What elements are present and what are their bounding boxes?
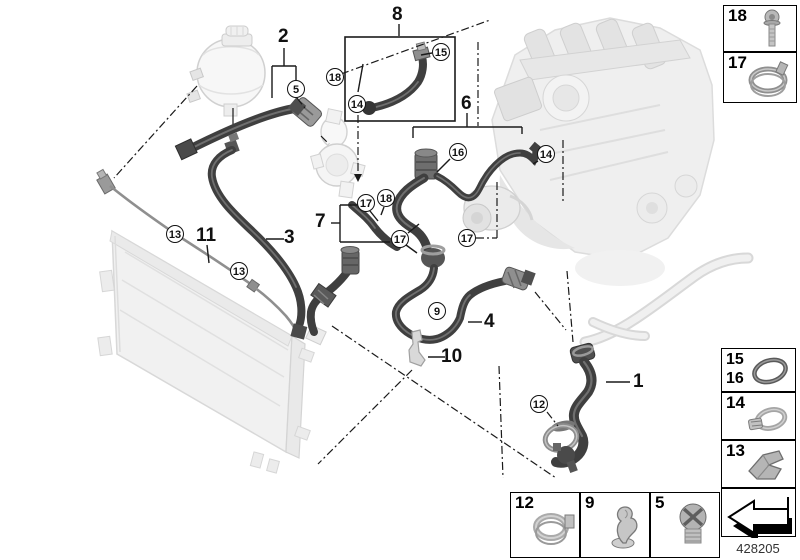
legend-num-14: 14 <box>726 393 745 412</box>
part-label-3: 3 <box>284 227 295 248</box>
legend-box-17: 17 <box>723 52 797 103</box>
callout-14a: 14 <box>348 95 366 113</box>
leader-lines <box>206 24 630 383</box>
hose-4 <box>391 264 536 344</box>
water-pump <box>462 185 534 233</box>
hose-clamp-ring-icon <box>533 513 575 545</box>
construction-lines <box>113 19 574 479</box>
part-label-6: 6 <box>461 93 472 114</box>
legend-num-18: 18 <box>728 6 747 25</box>
hose-7 <box>340 201 401 275</box>
legend-box-14: 14 <box>721 392 796 440</box>
callout-13b: 13 <box>230 262 248 280</box>
worm-clamp-icon <box>748 407 788 431</box>
part-label-8: 8 <box>392 4 403 25</box>
callout-16: 16 <box>449 143 467 161</box>
thermostat-housing <box>310 108 366 199</box>
callout-5: 5 <box>287 80 305 98</box>
bracket-10 <box>408 329 426 367</box>
legend-box-5: 5 <box>650 492 720 558</box>
legend-box-18: 18 <box>723 5 797 52</box>
legend-box-arrow <box>721 488 796 538</box>
radiator <box>97 229 327 474</box>
legend-num-16: 16 <box>726 370 744 387</box>
part-number: 428205 <box>736 541 780 556</box>
part-label-7: 7 <box>315 211 326 232</box>
callout-17a: 17 <box>357 194 375 212</box>
part-label-11: 11 <box>196 225 217 246</box>
callout-17c: 17 <box>458 229 476 247</box>
legend-box-9: 9 <box>580 492 650 558</box>
continuation-arrow-icon <box>727 497 792 538</box>
callout-14b: 14 <box>537 145 555 163</box>
part-label-2: 2 <box>278 26 289 47</box>
band-clamp-icon <box>748 61 789 97</box>
hose-6-assembly <box>392 141 543 268</box>
cable-clip-icon <box>611 506 638 549</box>
legend-num-12: 12 <box>515 493 534 512</box>
return-junction-hose <box>306 264 354 336</box>
legend-box-15-16: 15 16 <box>721 348 796 392</box>
legend-num-13: 13 <box>726 441 745 460</box>
part-label-1: 1 <box>633 371 644 392</box>
engine-block <box>491 17 715 286</box>
hose-3 <box>207 132 308 340</box>
legend-num-17: 17 <box>728 53 747 72</box>
callout-17b: 17 <box>391 230 409 248</box>
callout-18a: 18 <box>326 68 344 86</box>
callout-18b: 18 <box>377 189 395 207</box>
legend-num-9: 9 <box>585 493 595 512</box>
callout-15: 15 <box>432 43 450 61</box>
leader-arrowhead <box>354 174 362 182</box>
spring-clip-icon <box>748 450 784 480</box>
o-ring-icon <box>752 357 788 385</box>
hose-2 <box>174 97 323 161</box>
part-label-4: 4 <box>484 311 495 332</box>
part-label-10: 10 <box>441 346 463 367</box>
callout-12: 12 <box>530 395 548 413</box>
legend-box-13: 13 <box>721 440 796 488</box>
legend-num-15: 15 <box>726 351 744 368</box>
callout-13a: 13 <box>166 225 184 243</box>
legend-num-5: 5 <box>655 493 665 512</box>
expansion-tank <box>186 25 266 126</box>
legend-box-12: 12 <box>510 492 580 558</box>
screw-plug-icon <box>679 503 707 544</box>
flange-bolt-icon <box>763 9 781 47</box>
coolant-pipe-faint <box>579 252 754 348</box>
callout-9: 9 <box>428 302 446 320</box>
hose-1 <box>542 342 597 474</box>
